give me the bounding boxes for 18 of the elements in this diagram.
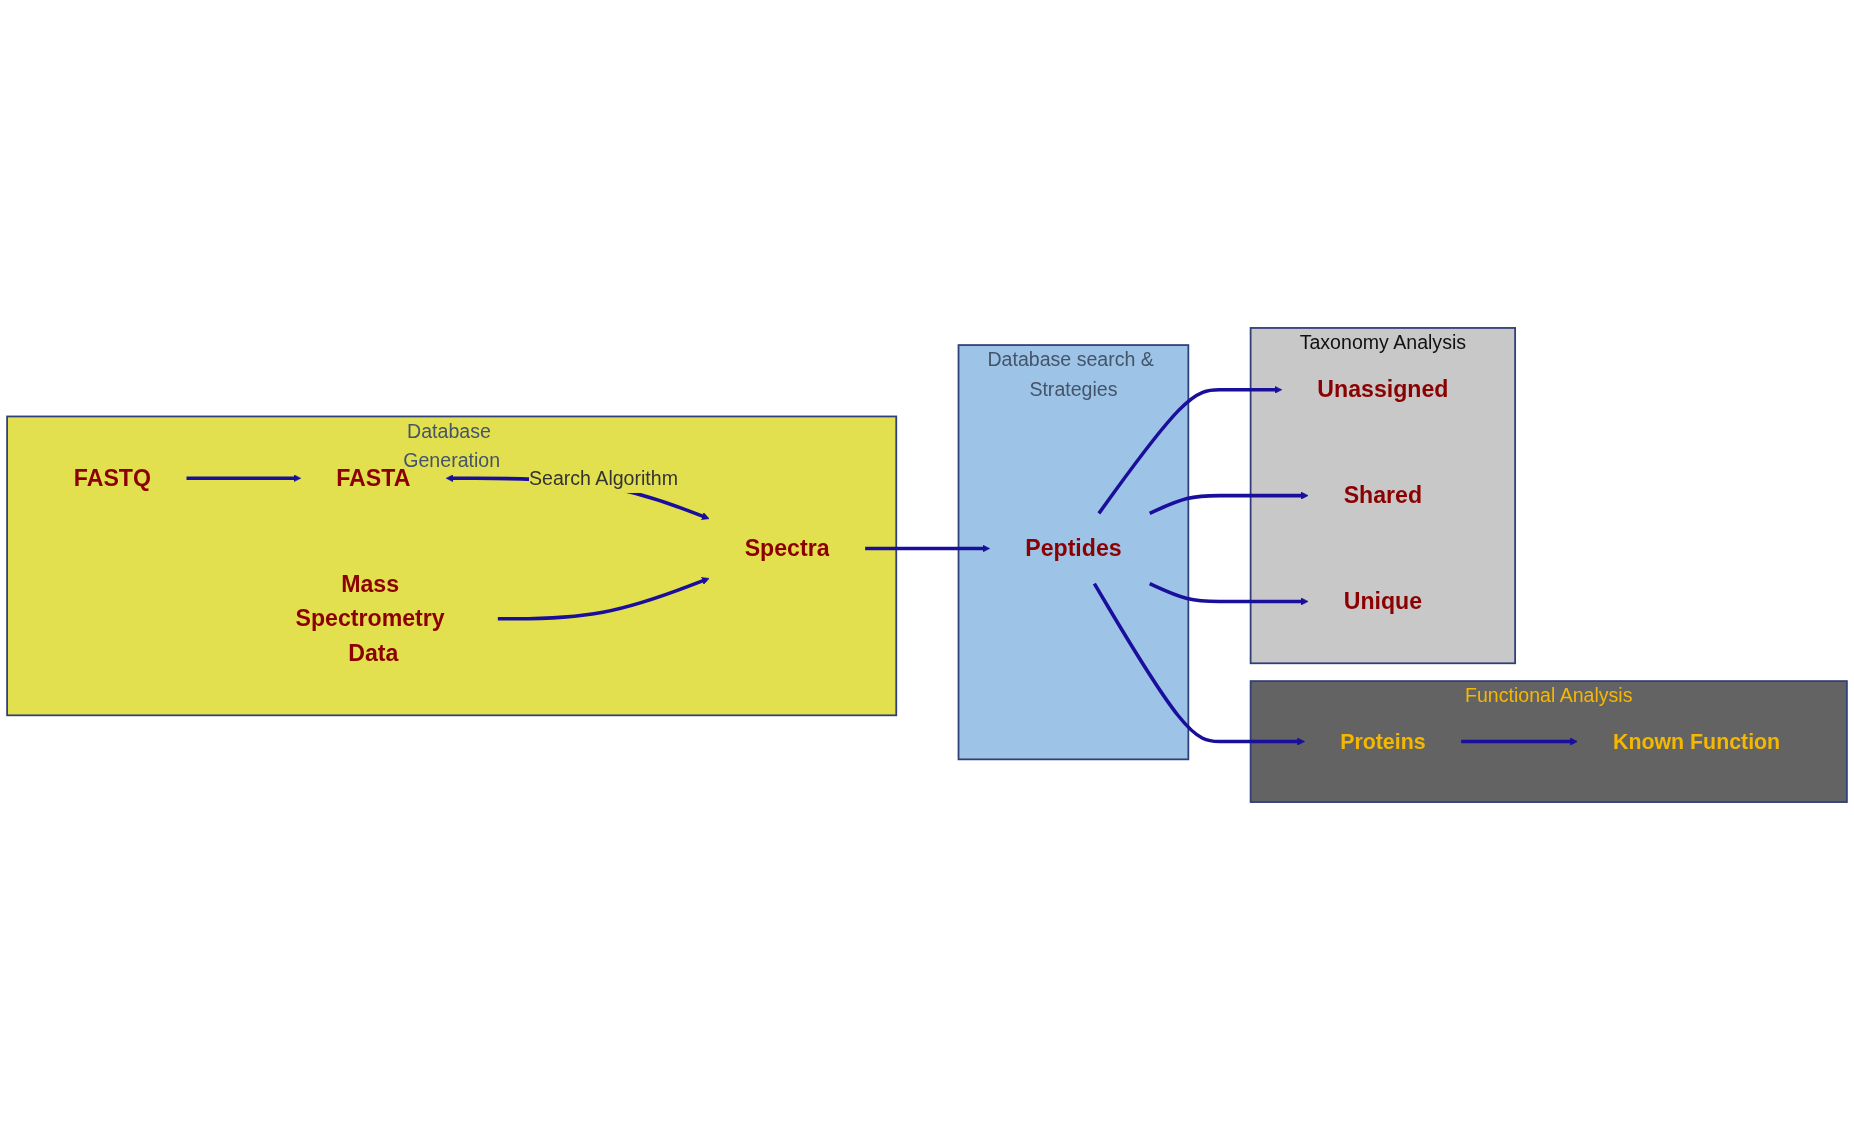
arrow xyxy=(186,474,302,483)
node-text: FASTQ xyxy=(73,464,151,492)
arrow xyxy=(865,544,990,553)
node-text: Mass Spectrometry Data xyxy=(295,570,445,667)
node-text: Peptides xyxy=(1025,534,1122,562)
arrow xyxy=(497,577,710,621)
node-text: Proteins xyxy=(1340,729,1426,754)
arrow xyxy=(1461,737,1578,746)
edge-label: Search Algorithm xyxy=(528,467,678,490)
arrow xyxy=(1148,582,1309,606)
node-text: Unique xyxy=(1343,587,1423,615)
node-text: Spectra xyxy=(744,534,830,562)
node-text: Shared xyxy=(1343,481,1423,509)
arrow xyxy=(1097,385,1283,515)
node-text: Unassigned xyxy=(1317,375,1449,403)
arrow xyxy=(1148,491,1309,516)
node-text: Known Function xyxy=(1612,729,1781,754)
arrow xyxy=(1092,582,1305,746)
